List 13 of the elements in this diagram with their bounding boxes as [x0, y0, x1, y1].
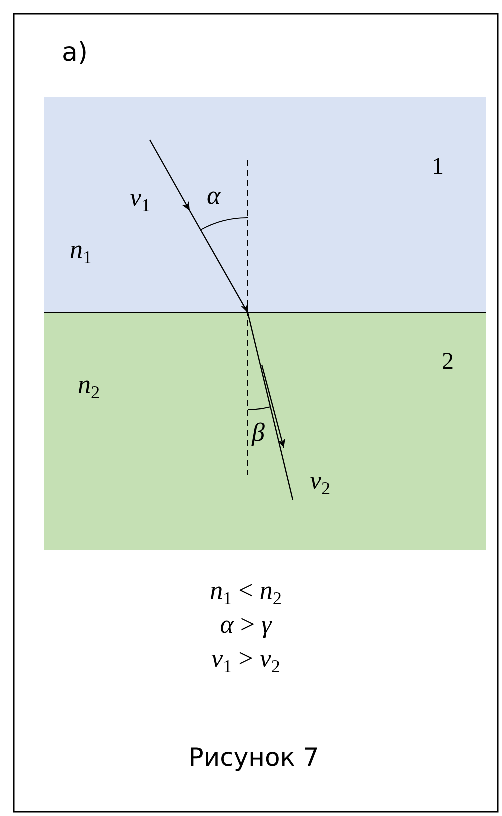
panel-label: а) — [62, 40, 88, 66]
refractive-index-label: n$_{1}$ — [70, 237, 92, 263]
velocity-label: v$_{1}$ — [130, 185, 151, 211]
formula: v$_{1}$ > v$_{2}$ — [212, 646, 280, 672]
figure-caption: Рисунок 7 — [188, 745, 320, 770]
medium-number: 2 — [442, 350, 454, 374]
refractive-index-label: n$_{2}$ — [78, 372, 100, 398]
medium-number: 1 — [432, 155, 444, 179]
angle-label: α — [207, 183, 221, 209]
formula: n$_{1}$ < n$_{2}$ — [210, 578, 282, 604]
angle-label: β — [252, 420, 265, 446]
velocity-label: v$_{2}$ — [310, 468, 331, 494]
formula: α > γ — [220, 612, 272, 638]
